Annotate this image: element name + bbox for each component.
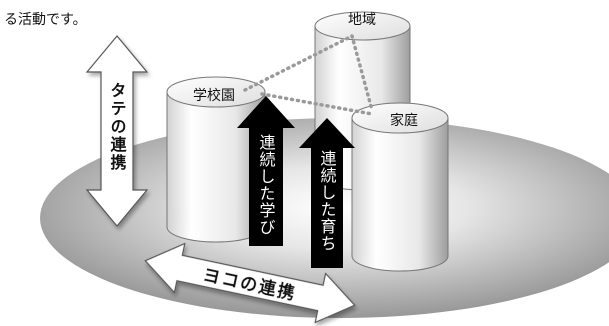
node-home-label: 家庭 [390, 112, 418, 129]
link-school-home [260, 92, 374, 116]
upbringing-arrow [299, 118, 355, 268]
home-cylinder [351, 102, 449, 272]
link-school-region [243, 34, 354, 92]
node-region-label: 地域 [348, 12, 376, 28]
upbringing-arrow-label: 連続した育ち [318, 150, 337, 252]
learning-arrow-label: 連続した学び [257, 134, 276, 236]
link-region-home [350, 34, 374, 112]
vertical-double-arrow [85, 35, 149, 227]
vertical-arrow-label: タテの連携 [108, 82, 127, 172]
learning-arrow [237, 96, 295, 246]
intro-text: る活動です。 [4, 12, 87, 28]
school-cylinder [166, 76, 266, 243]
node-school-label: 学校園 [193, 87, 235, 104]
dotted-links [243, 34, 374, 116]
